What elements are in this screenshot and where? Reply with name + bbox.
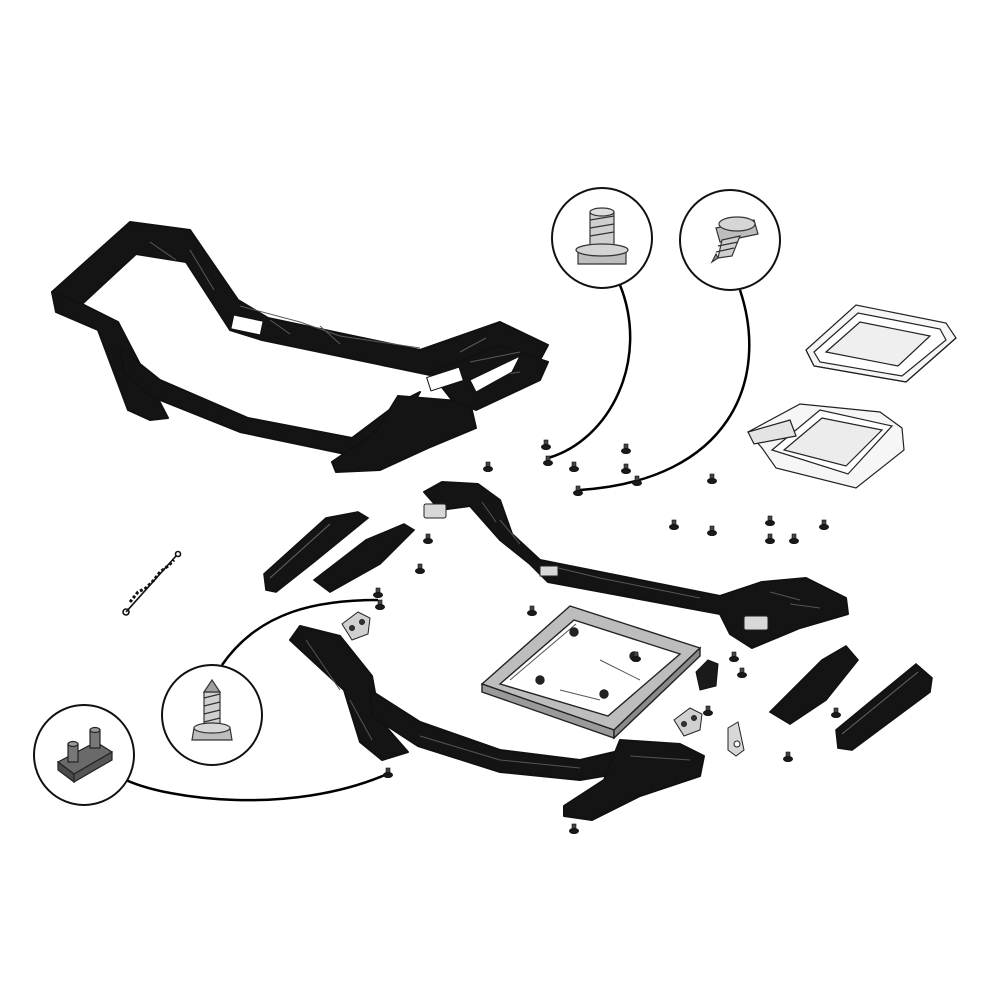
screw	[737, 667, 747, 678]
screw	[373, 587, 383, 598]
leader-line	[220, 598, 379, 666]
screw	[527, 605, 537, 616]
drip-pan	[747, 403, 905, 489]
upper-crossbar	[423, 481, 849, 649]
screw	[423, 533, 433, 544]
screw	[729, 651, 739, 662]
screw	[831, 707, 841, 718]
screw	[375, 599, 385, 610]
latch-bracket	[695, 659, 719, 691]
screw	[543, 455, 553, 466]
screw	[569, 461, 579, 472]
screw	[765, 533, 775, 544]
screw	[631, 651, 641, 662]
screw	[383, 767, 393, 778]
hinge-bracket-left	[341, 611, 371, 641]
leader-line	[579, 289, 751, 492]
assembled-frame-mounts	[230, 314, 522, 393]
leader-line	[547, 284, 632, 460]
screw	[621, 463, 631, 474]
screw	[819, 519, 829, 530]
lighter-wand	[122, 550, 182, 616]
screw	[621, 443, 631, 454]
screw	[569, 823, 579, 834]
screw	[573, 485, 583, 496]
screw	[783, 751, 793, 762]
upper-crossbar-brackets	[423, 503, 769, 631]
screw	[669, 519, 679, 530]
clip-bracket	[727, 721, 745, 757]
callout-tapping-screw	[579, 189, 781, 492]
hardware-group	[373, 439, 841, 834]
lower-base-frame-ribbing	[305, 639, 691, 769]
upper-crossbar-ribbing	[481, 501, 821, 609]
screw	[707, 525, 717, 536]
left-rear-cover	[312, 523, 416, 593]
leader-line	[125, 773, 386, 802]
assembled-frame	[51, 221, 549, 473]
left-front-cover	[263, 511, 370, 593]
screw	[415, 563, 425, 574]
callout-self-drilling-screw	[161, 598, 379, 766]
screw	[789, 533, 799, 544]
screw	[483, 461, 493, 472]
callout-rubber-foot	[33, 704, 386, 806]
grease-tray	[805, 304, 957, 383]
right-rear-cover	[835, 662, 933, 751]
self-drilling-screw-icon	[191, 678, 233, 741]
screw	[703, 705, 713, 716]
screw	[541, 439, 551, 450]
screw	[765, 515, 775, 526]
tapping-screw-icon	[710, 216, 759, 264]
right-front-cover	[768, 644, 860, 725]
callout-hex-flange-bolt	[547, 187, 653, 460]
screw	[632, 475, 642, 486]
screw	[707, 473, 717, 484]
hinge-bracket-right	[673, 707, 703, 737]
hex-flange-bolt-icon	[575, 207, 629, 265]
tray-bracket-frame	[480, 605, 702, 740]
rubber-foot-icon	[56, 726, 114, 784]
